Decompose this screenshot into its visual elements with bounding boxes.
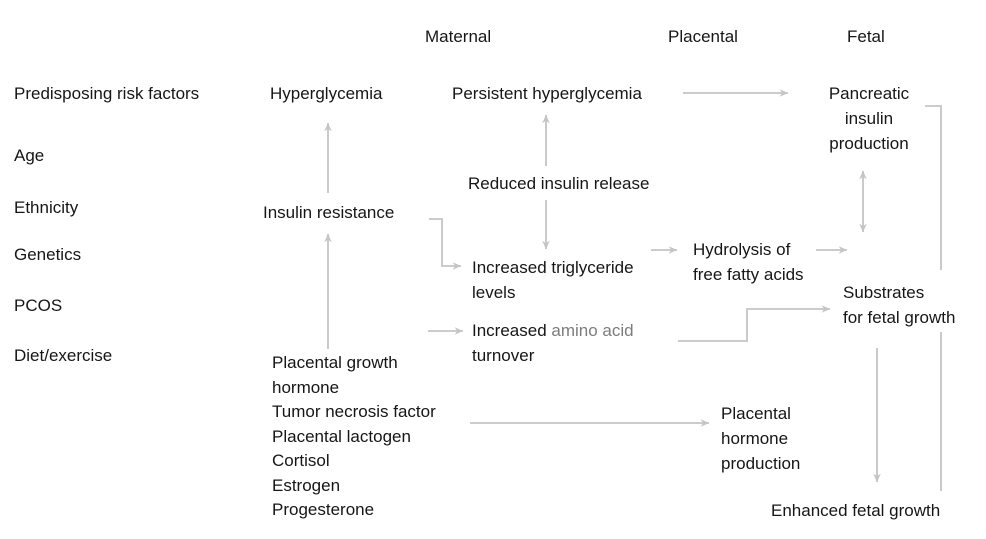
text-line: levels — [472, 283, 516, 302]
text-line: Diet/exercise — [14, 346, 113, 365]
node-hydrolysis-free-fatty-acids: Hydrolysis of free fatty acids — [693, 237, 804, 287]
label-predisposing-risk-factors: Predisposing risk factors — [14, 81, 199, 106]
text-line: Genetics — [14, 245, 82, 264]
arrow-amino-acid-to-substrates — [678, 305, 831, 342]
line-pancreatic-elbow-down-right — [925, 105, 942, 270]
text-line: Maternal — [425, 27, 492, 46]
text-line: Persistent hyperglycemia — [452, 84, 642, 103]
text-line: Substrates — [843, 283, 925, 302]
text-line: for fetal growth — [843, 308, 956, 327]
risk-factor-ethnicity: Ethnicity — [14, 195, 78, 220]
text-line: insulin — [844, 109, 894, 128]
text-line: Increased amino acid — [472, 318, 634, 343]
text-line: Placental — [721, 404, 791, 423]
node-pancreatic-insulin-production: Pancreatic insulin production — [810, 81, 928, 156]
text-line: Placental lactogen — [272, 426, 411, 446]
text-line: Progesterone — [272, 500, 375, 519]
node-increased-amino-acid-turnover: Increased amino acid turnover — [472, 318, 634, 368]
text-line: Placental growth — [272, 353, 398, 372]
arrow-insulin-resistance-to-triglyceride — [429, 218, 462, 270]
node-substrates-for-fetal-growth: Substrates for fetal growth — [843, 280, 955, 330]
text-line: Insulin resistance — [263, 203, 395, 222]
text-line: production — [721, 454, 801, 473]
risk-factor-diet-exercise: Diet/exercise — [14, 343, 112, 368]
node-increased-triglyceride-levels: Increased triglyceride levels — [472, 255, 634, 305]
column-header-maternal: Maternal — [425, 24, 491, 49]
node-enhanced-fetal-growth: Enhanced fetal growth — [771, 498, 940, 523]
node-placental-hormone-production: Placental hormone production — [721, 401, 800, 476]
text-line: Reduced insulin release — [468, 174, 650, 193]
text-line: hormone — [721, 429, 789, 448]
node-hyperglycemia: Hyperglycemia — [270, 81, 382, 106]
text-line: Pancreatic — [828, 84, 910, 103]
text-line: PCOS — [14, 296, 63, 315]
text-line: Estrogen — [272, 475, 341, 495]
text-line: Fetal — [847, 27, 885, 46]
text-line: production — [829, 134, 909, 153]
text-line: Tumor necrosis factor — [272, 402, 436, 421]
risk-factor-pcos: PCOS — [14, 293, 62, 318]
text-line: Predisposing risk factors — [14, 84, 200, 103]
node-reduced-insulin-release: Reduced insulin release — [468, 171, 649, 196]
muted-text-run: amino acid — [546, 321, 634, 340]
text-line: Hyperglycemia — [270, 84, 383, 103]
node-insulin-resistance: Insulin resistance — [263, 200, 394, 225]
text-line: Enhanced fetal growth — [771, 501, 941, 520]
column-header-fetal: Fetal — [847, 24, 885, 49]
text-line: hormone — [272, 377, 340, 397]
risk-factor-age: Age — [14, 143, 44, 168]
risk-factor-genetics: Genetics — [14, 242, 81, 267]
text-line: Ethnicity — [14, 198, 79, 217]
text-line: Increased triglyceride — [472, 258, 634, 277]
text-line: Age — [14, 146, 45, 165]
text-line: Hydrolysis of — [693, 240, 791, 259]
text-line: Placental — [668, 27, 738, 46]
text-run: Increased — [472, 321, 547, 340]
column-header-placental: Placental — [668, 24, 738, 49]
text-line: Cortisol — [272, 451, 330, 470]
text-line: turnover — [472, 346, 535, 365]
node-persistent-hyperglycemia: Persistent hyperglycemia — [452, 81, 642, 106]
text-line: free fatty acids — [693, 265, 804, 284]
